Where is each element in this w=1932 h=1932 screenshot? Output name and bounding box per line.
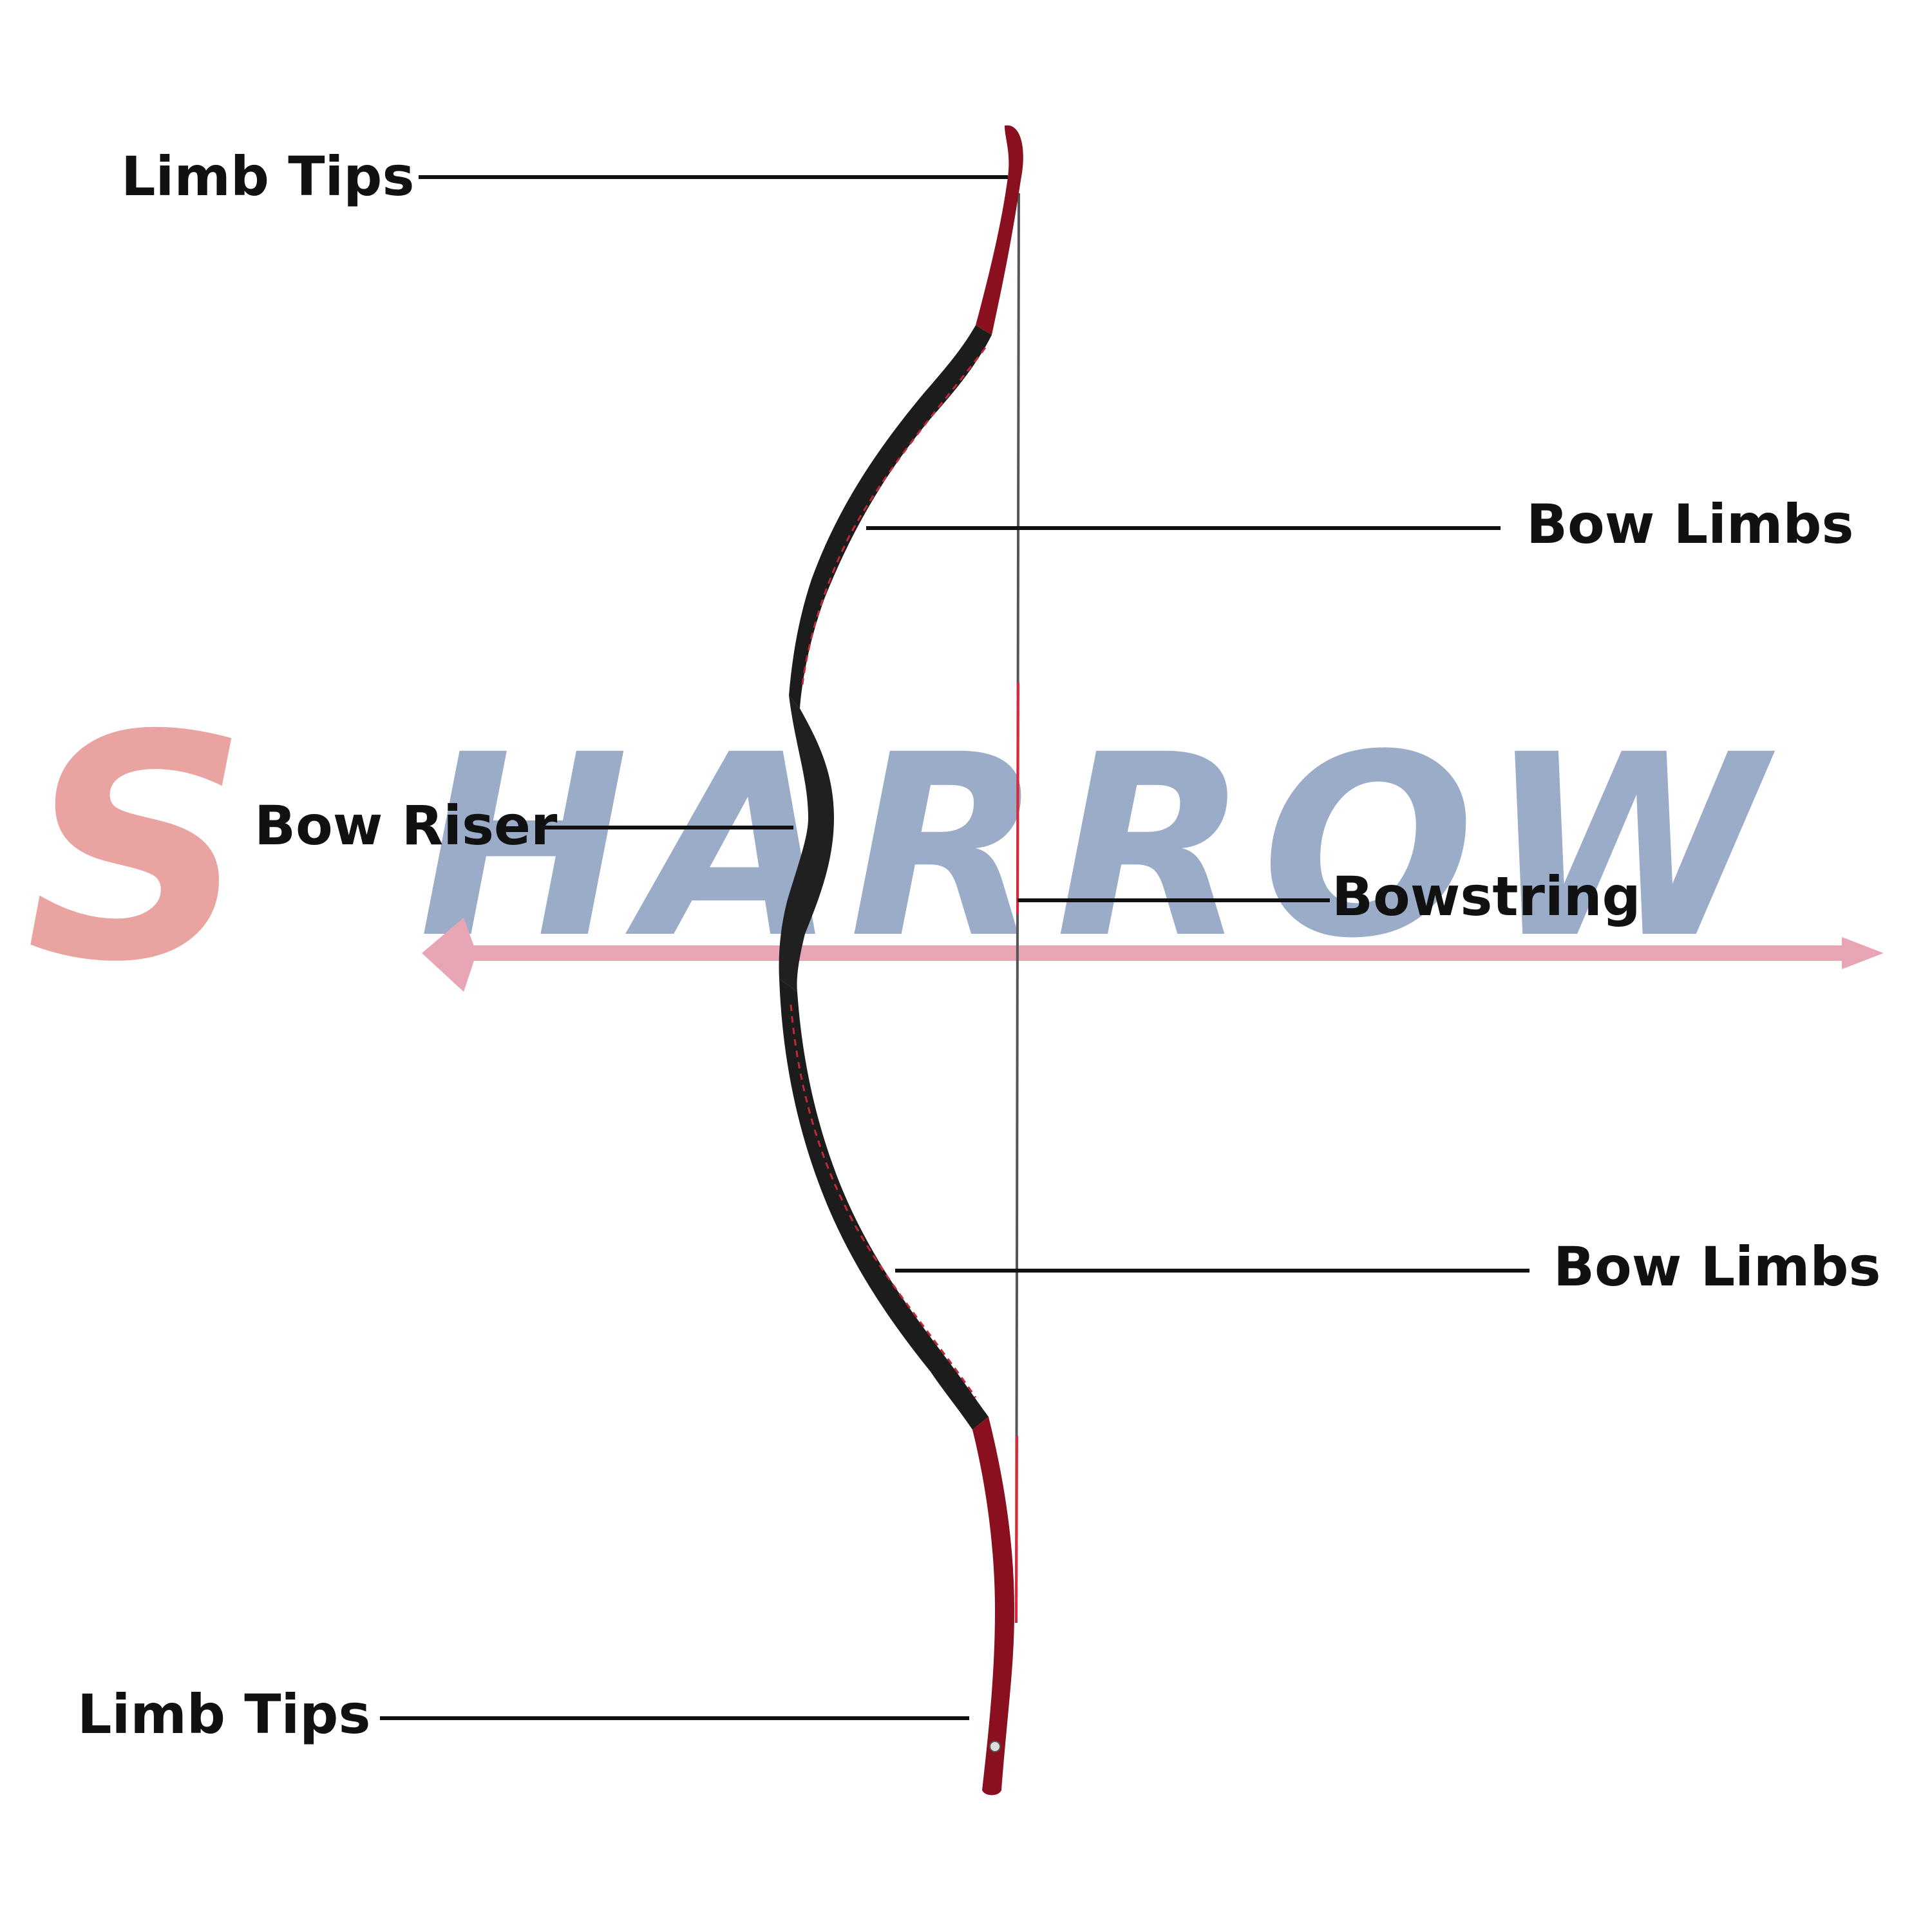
- bow-top-tip: [976, 125, 1023, 335]
- leader-lines: [380, 175, 1530, 1720]
- bow: [779, 125, 1023, 1795]
- label-bow-limbs-lower: Bow Limbs: [1553, 1235, 1881, 1298]
- label-bow-limbs-upper: Bow Limbs: [1526, 493, 1854, 556]
- bow-stitching-lower: [790, 1004, 977, 1398]
- label-bowstring: Bowstring: [1332, 865, 1641, 928]
- bow-bottom-tip: [972, 1417, 1014, 1795]
- label-limb-tips-bottom: Limb Tips: [77, 1683, 371, 1746]
- watermark-arrow: [422, 918, 1884, 992]
- label-limb-tips-top: Limb Tips: [121, 145, 415, 208]
- watermark-letter-s: S: [26, 670, 249, 1030]
- bow-upper-limb: [789, 325, 992, 708]
- label-bow-riser: Bow Riser: [254, 794, 558, 857]
- bow-lower-limb: [779, 979, 989, 1430]
- bowstring-line: [1015, 193, 1020, 1624]
- bow-stitching-upper: [800, 347, 987, 690]
- bow-riser-grip: [779, 696, 834, 992]
- watermark-wordmark: HARROW: [419, 701, 1778, 993]
